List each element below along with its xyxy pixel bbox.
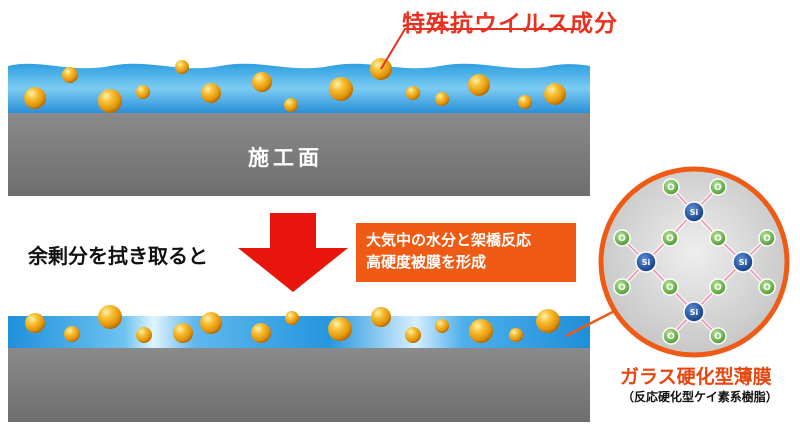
particle — [62, 67, 78, 83]
info-line-1: 大気中の水分と架橋反応 — [366, 231, 532, 249]
oxygen-atom-label: O — [618, 234, 626, 244]
particle — [200, 312, 222, 334]
oxygen-atom — [709, 178, 727, 196]
silicon-atom-label: Si — [642, 258, 651, 267]
silicon-atom — [732, 251, 754, 273]
particle — [405, 327, 421, 343]
oxygen-atom-label: O — [618, 283, 626, 293]
oxygen-atom — [758, 229, 776, 247]
silicon-atom-label: Si — [739, 258, 748, 267]
surface-label: 施工面 — [248, 146, 323, 170]
antiviral-label: 特殊抗ウイルス成分 — [402, 11, 618, 37]
oxygen-atom — [709, 327, 727, 345]
oxygen-atom-label: O — [667, 183, 675, 193]
oxygen-atom — [662, 178, 680, 196]
particle — [371, 307, 391, 327]
particle — [284, 98, 298, 112]
top-substrate — [8, 113, 590, 196]
particle — [251, 323, 271, 343]
top-coating-layer — [8, 63, 590, 113]
silicon-atom — [683, 201, 705, 223]
bottom-coating-layer — [8, 316, 590, 348]
silicon-atom — [635, 251, 657, 273]
film-subtitle: （反応硬化型ケイ素系樹脂） — [622, 390, 778, 404]
particle — [25, 313, 45, 333]
particle — [175, 60, 189, 74]
oxygen-atom — [758, 278, 776, 296]
particle — [469, 319, 493, 343]
oxygen-atom — [709, 229, 727, 247]
particle — [435, 319, 449, 333]
oxygen-atom-label: O — [763, 283, 771, 293]
particle — [536, 309, 560, 333]
info-line-2: 高硬度被膜を形成 — [366, 253, 487, 271]
silicon-atom — [683, 301, 705, 323]
particle — [136, 327, 152, 343]
particle — [328, 317, 352, 341]
oxygen-atom-label: O — [667, 332, 675, 342]
particle — [136, 85, 150, 99]
oxygen-atom — [661, 278, 679, 296]
oxygen-atom-label: O — [714, 332, 722, 342]
wipe-label: 余剰分を拭き取ると — [28, 244, 208, 268]
oxygen-atom — [661, 229, 679, 247]
particle — [252, 72, 272, 92]
down-arrow — [238, 213, 348, 292]
reaction-info-box: 大気中の水分と架橋反応 高硬度被膜を形成 — [356, 223, 576, 282]
oxygen-atom — [613, 278, 631, 296]
oxygen-atom-label: O — [714, 283, 722, 293]
particle — [544, 83, 566, 105]
particle — [201, 83, 221, 103]
oxygen-atom — [613, 229, 631, 247]
particle — [64, 326, 80, 342]
oxygen-atom-label: O — [714, 183, 722, 193]
silicon-atom-label: Si — [690, 308, 699, 317]
particle — [509, 328, 523, 342]
antiviral-callout-line — [380, 28, 580, 70]
particle — [468, 74, 490, 96]
film-title: ガラス硬化型薄膜 — [620, 366, 772, 388]
particle — [435, 92, 449, 106]
particle — [285, 311, 299, 325]
bottom-particles — [25, 305, 560, 343]
particle — [518, 95, 532, 109]
top-particles — [24, 58, 566, 113]
oxygen-atom-label: O — [714, 234, 722, 244]
particle — [98, 305, 122, 329]
particle — [329, 77, 353, 101]
particle — [173, 323, 193, 343]
particle — [24, 87, 46, 109]
particle — [98, 89, 122, 113]
oxygen-atom — [662, 327, 680, 345]
silicon-atom-label: Si — [690, 208, 699, 217]
oxygen-atom-label: O — [666, 283, 674, 293]
oxygen-atom — [709, 278, 727, 296]
zoom-circle — [598, 166, 790, 358]
bottom-substrate — [8, 348, 590, 422]
oxygen-atom-label: O — [666, 234, 674, 244]
particle — [406, 86, 420, 100]
oxygen-atom-label: O — [763, 234, 771, 244]
